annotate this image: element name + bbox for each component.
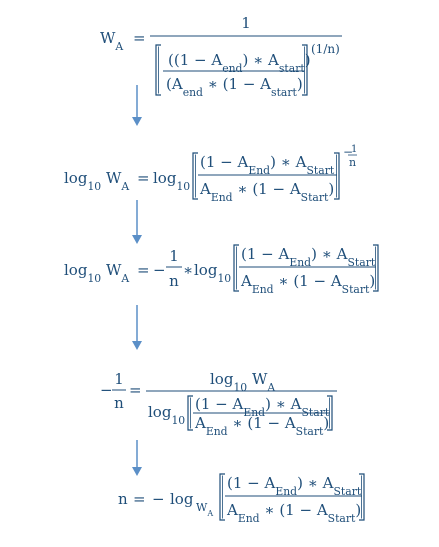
equation-4: −1 n = log10 WA log10 (1 − AEnd) ∗ AStartAEnd…	[100, 370, 337, 438]
inner-denominator: (Aend ∗ (1 − Astart)	[166, 75, 303, 99]
numerator-one: 1	[241, 14, 251, 32]
arrow-head	[132, 467, 142, 476]
exponent-numerator: 1	[351, 144, 357, 155]
log-base-w-a: WA	[196, 501, 213, 518]
lhs-log-w-a: log10 WA	[64, 169, 129, 193]
left-bracket	[187, 395, 193, 431]
lhs-minus: −	[100, 381, 113, 399]
lhs-denominator: n	[114, 394, 124, 412]
right-bracket	[327, 395, 333, 431]
arrow-4	[132, 440, 142, 476]
equals-sign: =	[129, 381, 142, 399]
arrow-head	[132, 341, 142, 350]
lhs-n: n	[118, 490, 128, 508]
coefficient-minus: −	[153, 261, 166, 279]
inner-denominator: AEnd ∗ (1 − AStart)	[194, 414, 329, 438]
right-bracket	[373, 244, 379, 292]
rhs-log10: log10	[194, 261, 231, 285]
arrow-3	[132, 305, 142, 350]
exponent-denominator: n	[349, 156, 356, 169]
lhs-w-a: WA	[100, 29, 123, 53]
right-bracket	[359, 473, 365, 521]
denominator-log10: log10	[148, 403, 185, 427]
lhs-numerator: 1	[114, 370, 124, 388]
right-bracket	[302, 44, 308, 96]
exponent-one-over-n: (1/n)	[311, 42, 340, 56]
equals-sign: =	[137, 169, 150, 187]
coefficient-numerator: 1	[169, 247, 179, 265]
equals-sign: =	[133, 29, 146, 47]
fraction-numerator: (1 − AEnd) ∗ AStart	[227, 474, 362, 498]
right-bracket	[334, 152, 340, 200]
arrow-2	[132, 200, 142, 244]
fraction-denominator: AEnd ∗ (1 − AStart)	[199, 180, 334, 204]
arrow-head	[132, 235, 142, 244]
fraction-numerator: (1 − AEnd) ∗ AStart	[200, 153, 335, 177]
lhs-log-w-a: log10 WA	[64, 261, 129, 285]
rhs-log10: log10	[153, 169, 190, 193]
coefficient-denominator: n	[169, 272, 179, 290]
multiply-sign: ∗	[183, 261, 193, 279]
fraction-numerator: (1 − AEnd) ∗ AStart	[241, 245, 376, 269]
equation-3: log10 WA =−1 n∗log10 (1 − AEnd) ∗ AStartAEn…	[64, 244, 379, 296]
inner-numerator: (1 − AEnd) ∗ AStart	[195, 395, 330, 419]
exponent-minus: −	[343, 145, 353, 159]
left-bracket	[233, 244, 239, 292]
equation-1: WA=1((1 − Aend) ∗ Astart)(Aend ∗ (1 − As…	[100, 14, 342, 99]
equals-sign: =	[133, 490, 146, 508]
minus-sign: −	[152, 490, 165, 508]
fraction-denominator: AEnd ∗ (1 − AStart)	[226, 501, 361, 525]
arrow-1	[132, 85, 142, 126]
rhs-log: log	[170, 490, 194, 508]
numerator-log-w-a: log10 WA	[210, 370, 275, 394]
equals-sign: =	[137, 261, 150, 279]
arrow-head	[132, 117, 142, 126]
left-bracket	[192, 152, 198, 200]
fraction-denominator: AEnd ∗ (1 − AStart)	[240, 272, 375, 296]
left-bracket	[155, 44, 161, 96]
left-bracket	[219, 473, 225, 521]
